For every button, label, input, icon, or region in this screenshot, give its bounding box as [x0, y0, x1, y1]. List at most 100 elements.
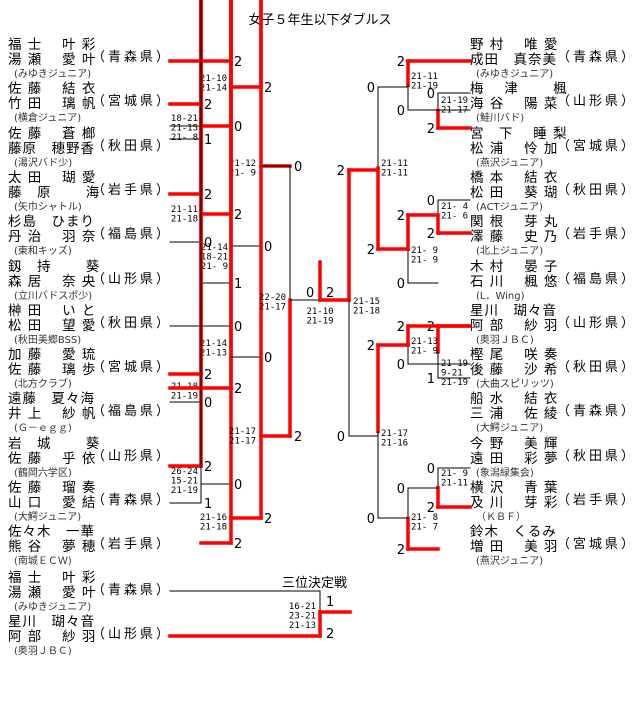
game-score: 21-18: [353, 307, 380, 317]
match-score: 0: [234, 120, 242, 135]
player-name: 星川 瑚々音: [470, 302, 557, 319]
prefecture-label: （山形県）: [92, 271, 173, 287]
club-name: (大鰐ジュニア): [476, 423, 544, 435]
club-name: (湯沢バド少): [14, 157, 73, 169]
player-name: 木 村 晏 子: [470, 258, 559, 275]
club-name: (矢巾シャトル): [14, 201, 82, 213]
game-score: 21-15: [353, 297, 380, 307]
player-name: 樫 尾 咲 奏: [470, 347, 559, 364]
club-name: (大鰐ジュニア): [14, 512, 82, 523]
game-score: 21- 9: [201, 262, 228, 272]
game-score: 21-19: [171, 392, 198, 402]
left-entry: 釼 持 葵森 居 奈 央(立川バドスポ少): [8, 259, 108, 304]
game-score: 26-24: [171, 467, 198, 477]
match-score: 2: [367, 339, 375, 354]
game-score: 21- 9: [411, 256, 438, 266]
game-score: 18-21: [201, 253, 228, 263]
match-score: 2: [204, 368, 212, 383]
match-score: 0: [397, 358, 405, 373]
club-name: (ACTジュニア): [476, 201, 543, 213]
match-score: 2: [337, 164, 345, 179]
game-score: 22-20: [259, 293, 286, 303]
club-name: (立川バドスポ少): [14, 290, 93, 302]
game-score: 21-14: [200, 339, 227, 349]
prefecture-label: （山形県）: [92, 627, 173, 642]
player-name: 湯 瀬 愛 叶: [8, 585, 97, 601]
club-name: (L．Wing): [476, 290, 525, 302]
left-entry: 加 藤 愛 琉佐 藤 璃 歩(北方クラブ): [8, 348, 108, 392]
right-entry: 木 村 晏 子石 川 楓 悠(L．Wing): [470, 258, 570, 304]
match-score: 0: [264, 240, 272, 255]
player-name: 佐 藤 璃 歩: [8, 362, 97, 379]
match-score: 0: [204, 236, 212, 251]
match-score: 2: [234, 55, 242, 70]
match-score: 0: [294, 160, 302, 175]
left-entry: 岩 城 葵佐 藤 乎 依(鶴岡六学区): [8, 436, 108, 481]
game-score: 21-14: [200, 84, 227, 94]
player-name: 竹 田 璃 帆: [8, 96, 97, 113]
match-score: 2: [264, 512, 272, 527]
game-score: 21-11: [381, 169, 408, 179]
club-name: (大曲スピリッツ): [476, 379, 554, 391]
club-name: （ＫＢＦ）: [476, 512, 526, 523]
prefecture-label: （山形県）: [92, 448, 173, 464]
third-place-title: 三位決定戦: [282, 576, 348, 591]
game-score: 21- 9: [441, 469, 468, 479]
game-score: 21-13: [200, 349, 227, 359]
player-name: 熊 谷 夢 穂: [8, 539, 97, 556]
third-entry: 星川 瑚々音阿 部 紗 羽(奥羽ＪＢＣ): [8, 615, 108, 659]
game-score: 21-19: [441, 96, 468, 106]
player-name: 太 田 瑚 愛: [8, 169, 97, 186]
game-score: 21-17: [381, 429, 408, 439]
match-score: 2: [204, 188, 212, 203]
match-score: 2: [234, 382, 242, 397]
match-score: 2: [234, 537, 242, 552]
match-score: 2: [204, 460, 212, 475]
player-name: 澤 藤 史 乃: [470, 229, 559, 246]
game-score: 21-19: [441, 378, 468, 388]
prefecture-label: （岩手県）: [92, 182, 173, 198]
match-score: 0: [397, 104, 405, 119]
game-score: 21-13: [289, 621, 316, 631]
game-score: 21-19: [171, 486, 198, 496]
prefecture-label: （岩手県）: [557, 493, 638, 508]
prefecture-label: （宮城県）: [557, 537, 638, 553]
game-score: 21-16: [200, 513, 227, 523]
club-name: (みゆきジュニア): [14, 602, 92, 613]
left-entry: 佐 藤 蒼 榔藤原 穂野香(湯沢バド少): [8, 126, 108, 171]
match-score: 1: [427, 372, 435, 387]
prefecture-label: （秋田県）: [92, 138, 173, 154]
game-score: 21-11: [171, 205, 198, 215]
game-score: 21-11: [441, 479, 468, 489]
game-score: 21-19: [306, 317, 333, 327]
match-score: 0: [427, 87, 435, 102]
match-score: 1: [204, 497, 212, 512]
club-name: (南城ＥＣＷ): [14, 556, 72, 568]
right-entry: 関 根 芽 丸澤 藤 史 乃(北上ジュニア): [470, 215, 570, 259]
right-entry: 今 野 美 輝遠 田 彩 夢(象潟緑集会): [470, 436, 570, 481]
player-name: 後 藤 沙 希: [470, 362, 559, 379]
right-entry: 橋 本 結 衣松 田 葵 瑚(ACTジュニア): [470, 170, 570, 215]
match-score: 2: [294, 430, 302, 445]
left-entry: 太 田 瑚 愛藤 原 海(矢巾シャトル): [8, 169, 108, 215]
game-score: 21- 4: [441, 202, 468, 212]
prefecture-label: （青森県）: [557, 50, 638, 65]
prefecture-label: （福島県）: [92, 404, 173, 420]
club-name: (鮭川バド): [476, 113, 525, 125]
player-name: 藤 原 海: [8, 184, 101, 201]
club-name: (奥羽ＪＢＣ): [476, 334, 534, 346]
game-score: 21-12: [229, 159, 256, 169]
left-entry: 福 士 叶 彩湯 瀬 愛 叶(みゆきジュニア): [8, 38, 108, 82]
game-score: 21-16: [381, 439, 408, 449]
match-score: 0: [234, 320, 242, 335]
club-name: (燕沢ジュニア): [476, 157, 544, 169]
match-score: 0: [264, 351, 272, 366]
player-name: 石 川 楓 悠: [470, 273, 559, 290]
prefecture-label: （秋田県）: [557, 360, 638, 376]
player-name: 成田 真奈美: [470, 52, 557, 68]
player-name: 湯 瀬 愛 叶: [8, 52, 97, 68]
match-score: 1: [326, 595, 334, 610]
prefecture-label: （青森県）: [92, 493, 173, 508]
match-score: 0: [427, 462, 435, 477]
player-name: 遠 田 彩 夢: [470, 450, 559, 467]
